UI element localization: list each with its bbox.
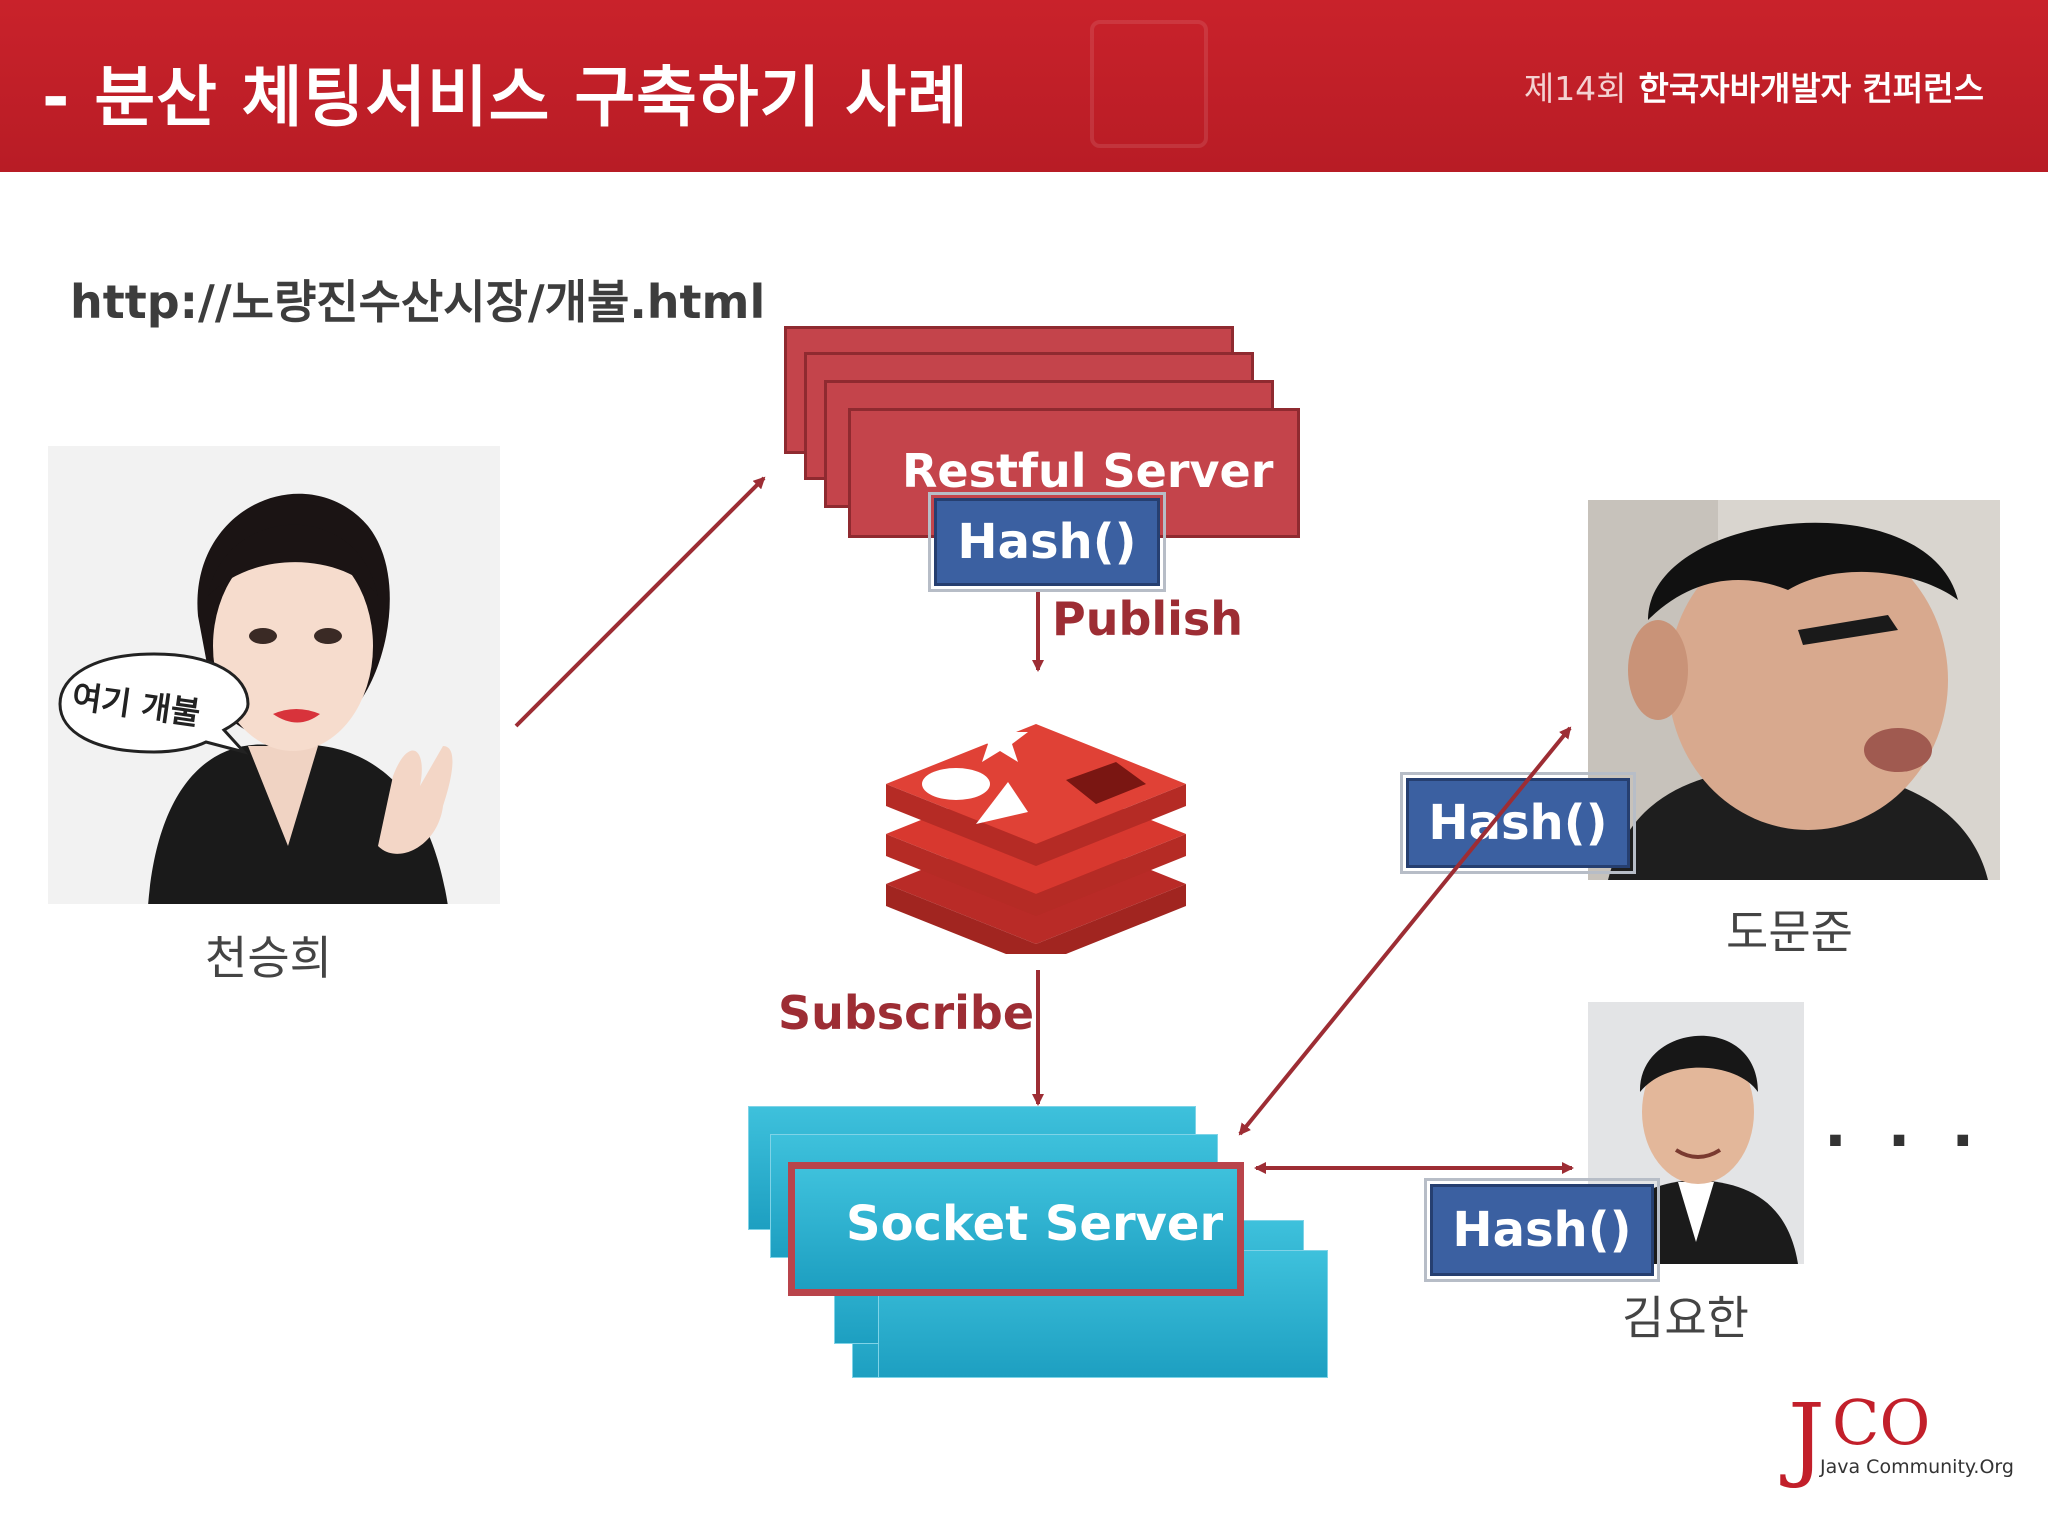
slide-header: - 분산 체팅서비스 구축하기 사례 제14회 한국자바개발자 컨퍼런스 xyxy=(0,0,2048,172)
conference-title: 제14회 한국자바개발자 컨퍼런스 xyxy=(1524,62,1984,110)
logo-subtitle: Java Community.Org xyxy=(1820,1456,2014,1478)
conference-name: 한국자바개발자 컨퍼런스 xyxy=(1638,69,1984,108)
restful-server-hash-badge: Hash() xyxy=(928,492,1166,592)
speech-bubble-icon xyxy=(58,652,250,755)
jco-logo: J CO Java Community.Org xyxy=(1788,1384,2014,1502)
user-name-cheon: 천승희 xyxy=(205,931,332,985)
slide-title: - 분산 체팅서비스 구축하기 사례 xyxy=(42,59,969,136)
socket-server-card xyxy=(788,1162,1244,1296)
logo-mark-j: J xyxy=(1788,1384,1825,1491)
socket-server-label: Socket Server xyxy=(846,1196,1224,1252)
user-name-kim: 김요한 xyxy=(1622,1291,1749,1345)
subscribe-label: Subscribe xyxy=(778,986,1035,1040)
html5-watermark-icon xyxy=(1090,20,1208,148)
chat-room-url: http://노량진수산시장/개불.html xyxy=(70,275,766,329)
restful-server-label: Restful Server xyxy=(902,444,1274,498)
more-users-indicator: · · · xyxy=(1824,1106,1985,1176)
user-name-do: 도문준 xyxy=(1726,905,1853,959)
user-photo-do xyxy=(1588,500,2000,880)
redis-logo-icon xyxy=(886,714,1186,954)
user-photo-cheon xyxy=(48,446,500,904)
client-hash-badge-kim: Hash() xyxy=(1424,1178,1660,1282)
publish-label: Publish xyxy=(1052,592,1244,646)
conference-ordinal: 제14회 xyxy=(1523,69,1627,108)
logo-mark-co: CO xyxy=(1832,1386,1931,1459)
arrow-socket-to-do xyxy=(1238,726,1572,1136)
arrow-user-to-restful xyxy=(514,476,766,728)
